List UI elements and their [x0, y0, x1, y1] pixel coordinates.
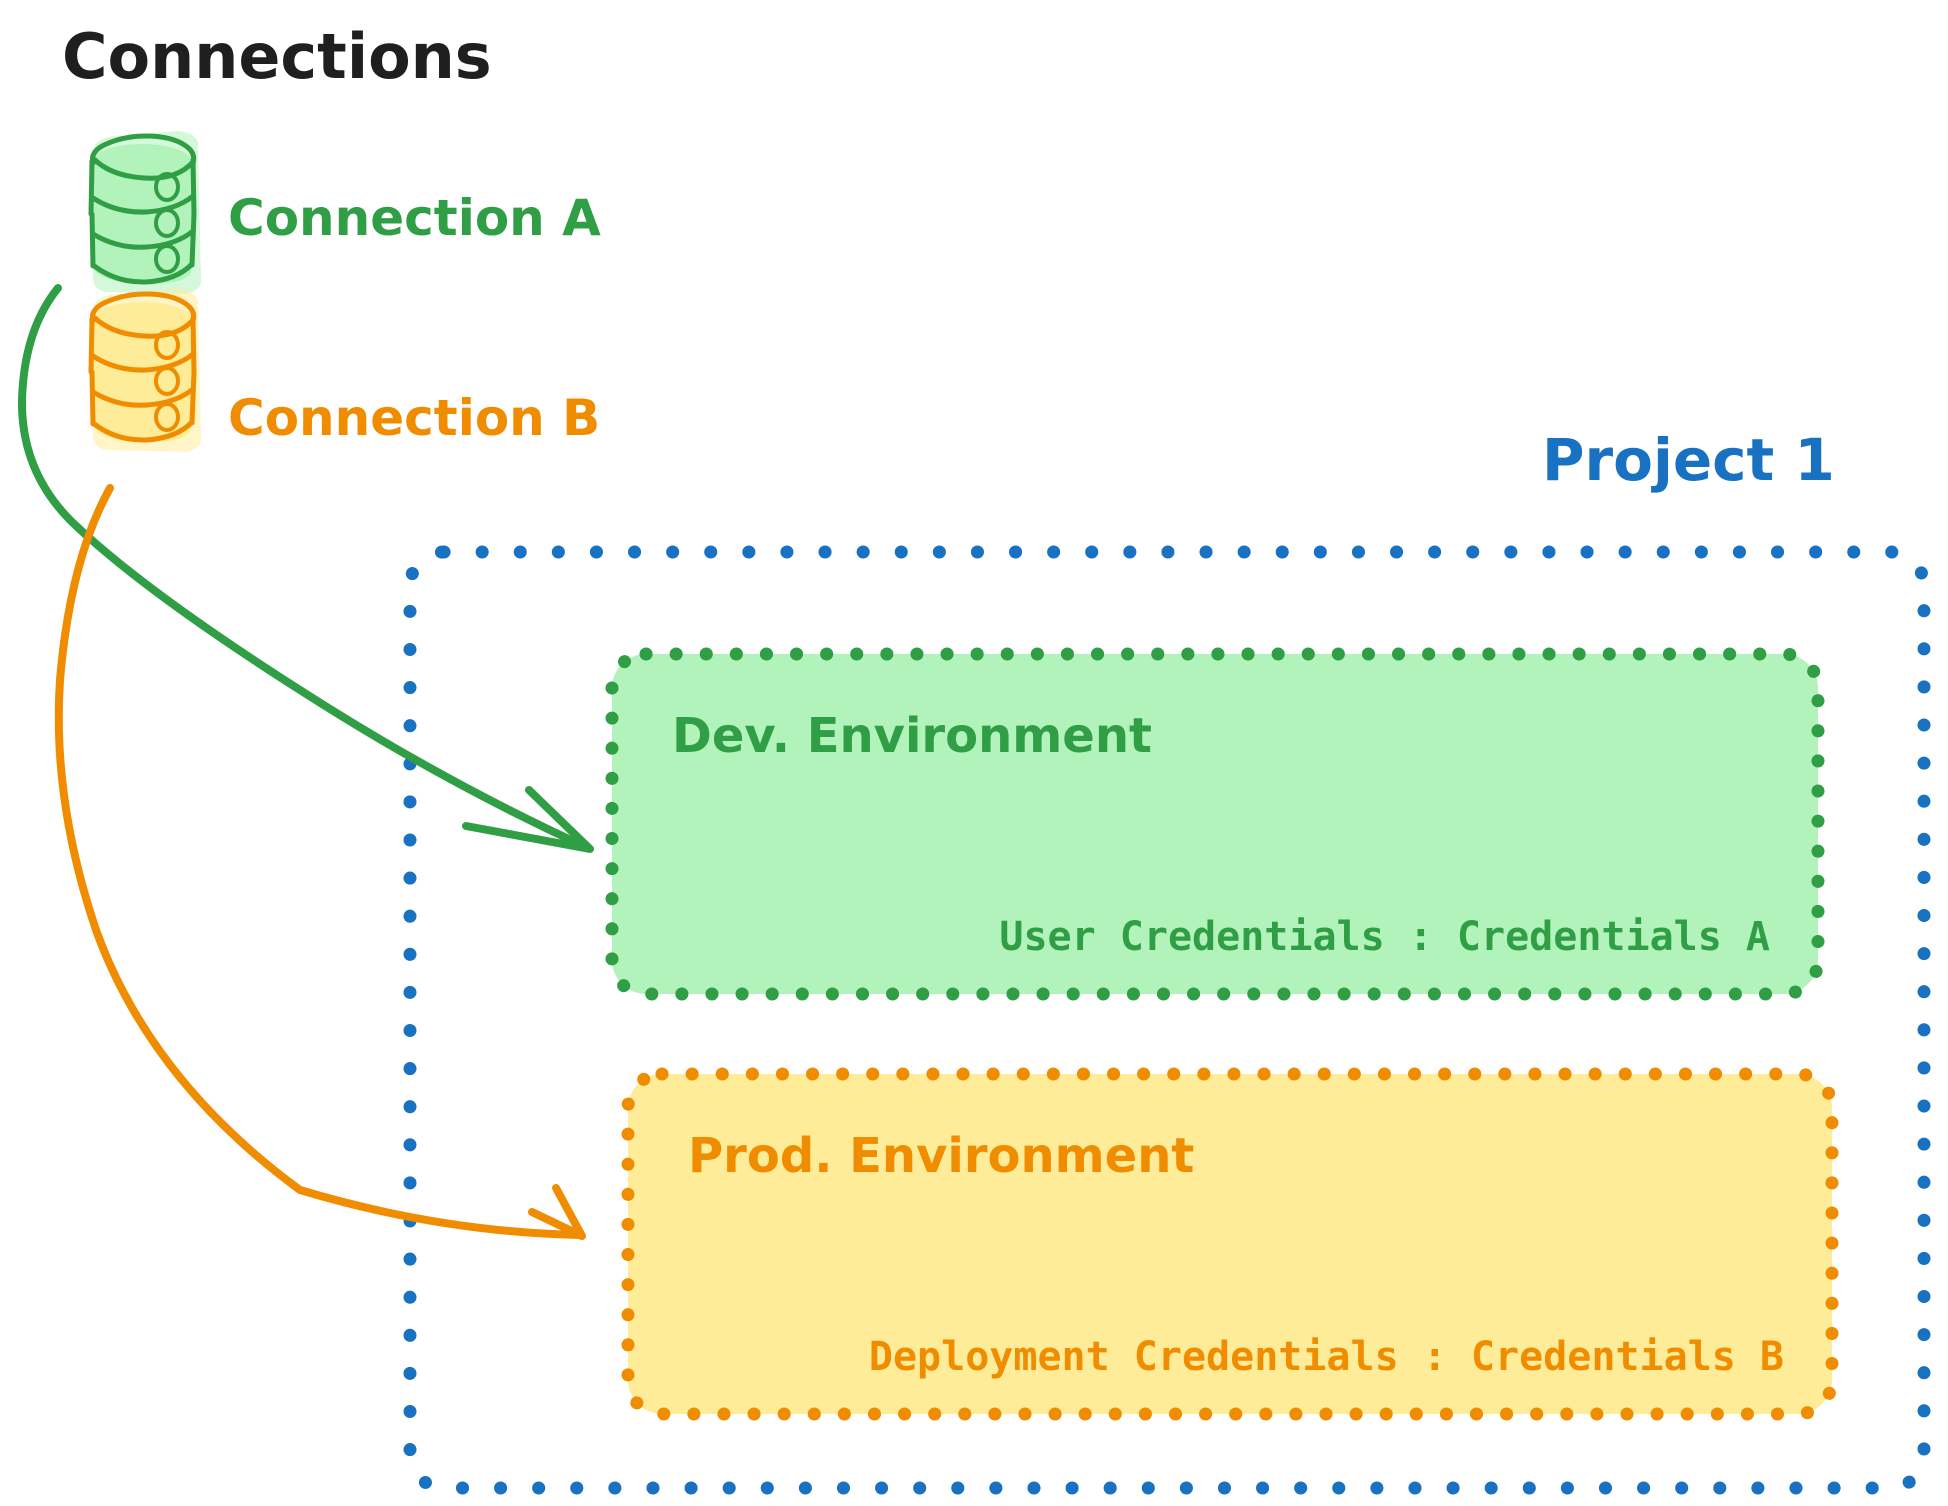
- connection-b-icon-left-wall: [88, 316, 96, 427]
- connection-a-icon-body: [92, 162, 192, 285]
- connection-b-icon-led-3: [154, 402, 180, 432]
- dev-environment-fill: [612, 654, 1818, 994]
- connection-a-icon-top-arc: [90, 133, 197, 166]
- connection-b-icon-divider-2: [90, 386, 196, 408]
- arrow-connection-a-head: [462, 786, 594, 853]
- prod-environment-box[interactable]: [621, 1067, 1839, 1421]
- page-title: Connections: [62, 20, 492, 93]
- connection-b-icon-bottom: [90, 419, 195, 443]
- prod-environment-title: Prod. Environment: [688, 1128, 1194, 1184]
- arrow-connection-b-path: [54, 484, 584, 1239]
- prod-environment-credentials: Deployment Credentials : Credentials B: [869, 1334, 1784, 1380]
- connection-a-icon-led-1: [154, 172, 180, 202]
- dev-environment-box[interactable]: [605, 647, 1825, 1001]
- connection-b-icon-body: [92, 320, 192, 443]
- connection-b-icon-divider-1: [90, 351, 196, 373]
- connection-b-icon-led-2: [154, 366, 180, 396]
- connection-b-database-icon[interactable]: [88, 289, 202, 452]
- connection-b-icon-top-lip: [92, 315, 195, 339]
- arrow-connection-b-head: [528, 1184, 586, 1240]
- connection-b-icon-top-arc: [90, 291, 197, 324]
- connection-a-icon-divider-2: [90, 228, 196, 250]
- connection-a-icon-led-3: [154, 244, 180, 274]
- prod-environment-border: [621, 1067, 1839, 1421]
- arrow-connection-a-path: [17, 284, 592, 852]
- dev-environment-title: Dev. Environment: [672, 708, 1152, 764]
- connection-b-icon-right-wall: [189, 315, 197, 426]
- project-container[interactable]: [403, 545, 1931, 1495]
- connection-a-icon-left-wall: [88, 158, 96, 269]
- connection-b-label[interactable]: Connection B: [228, 389, 600, 447]
- connection-a-database-icon[interactable]: [88, 131, 202, 294]
- connection-a-icon-divider-1: [90, 193, 196, 215]
- connection-b-icon-led-1: [154, 330, 180, 360]
- project-label[interactable]: Project 1: [1542, 426, 1835, 494]
- connection-a-label[interactable]: Connection A: [228, 189, 601, 247]
- dev-environment-credentials: User Credentials : Credentials A: [999, 914, 1770, 960]
- connection-a-icon-right-wall: [189, 157, 197, 268]
- connection-a-icon-top-lip: [92, 157, 195, 181]
- dev-environment-border: [605, 647, 1825, 1001]
- arrow-connection-a-to-dev: [17, 284, 594, 853]
- connection-a-icon-led-2: [154, 208, 180, 238]
- arrow-connection-b-to-prod: [54, 484, 586, 1240]
- connection-a-icon-bottom: [90, 261, 195, 285]
- prod-environment-fill: [628, 1074, 1832, 1414]
- project-border: [403, 545, 1931, 1495]
